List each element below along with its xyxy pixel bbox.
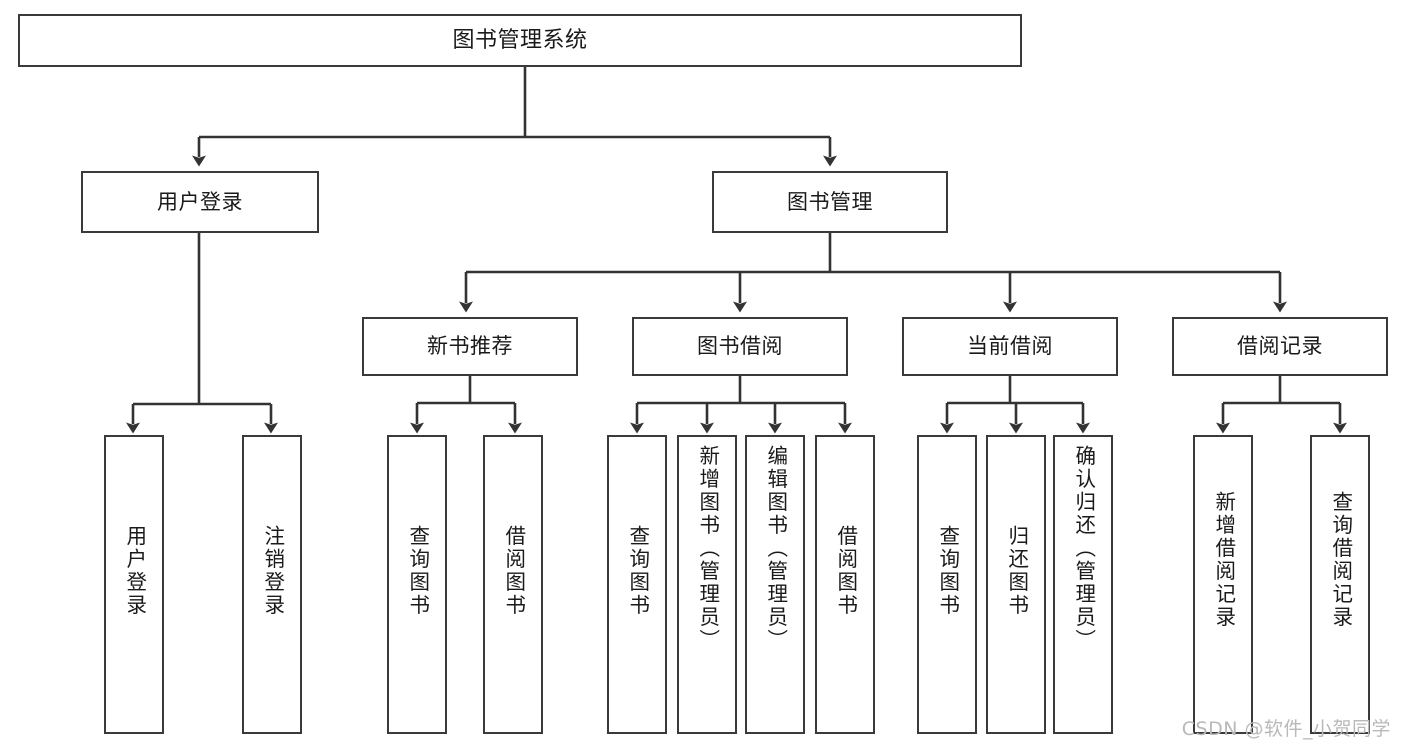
node-label: 用户登录	[157, 189, 243, 214]
node-leaf-query-book-2[interactable]: 查询图书	[607, 435, 667, 734]
node-label: 注销登录	[260, 525, 285, 617]
node-label: 查询图书	[625, 525, 650, 617]
node-label: 借阅记录	[1237, 334, 1323, 359]
node-book-borrow[interactable]: 图书借阅	[632, 317, 848, 376]
node-leaf-query-book-3[interactable]: 查询图书	[917, 435, 977, 734]
node-leaf-user-login[interactable]: 用户登录	[104, 435, 164, 734]
node-book-management[interactable]: 图书管理	[712, 171, 948, 233]
node-label: 归还图书	[1004, 525, 1029, 617]
node-leaf-logout[interactable]: 注销登录	[242, 435, 302, 734]
csdn-watermark: CSDN @软件_小贺同学	[1181, 718, 1391, 740]
node-label: 借阅图书	[833, 525, 858, 617]
node-leaf-query-book-1[interactable]: 查询图书	[387, 435, 447, 734]
node-label: 借阅图书	[501, 525, 526, 617]
node-label: 新书推荐	[427, 334, 513, 359]
node-label: 新增图书（管理员）	[695, 445, 720, 652]
node-label: 当前借阅	[967, 334, 1053, 359]
node-new-book-recommend[interactable]: 新书推荐	[362, 317, 578, 376]
node-label: 用户登录	[122, 525, 147, 617]
node-leaf-edit-book[interactable]: 编辑图书（管理员）	[745, 435, 805, 734]
node-root-book-management-system[interactable]: 图书管理系统	[18, 14, 1022, 67]
node-leaf-add-book[interactable]: 新增图书（管理员）	[677, 435, 737, 734]
node-label: 编辑图书（管理员）	[763, 445, 788, 652]
node-label: 查询借阅记录	[1328, 491, 1353, 629]
node-label: 查询图书	[935, 525, 960, 617]
node-leaf-add-record[interactable]: 新增借阅记录	[1193, 435, 1253, 734]
node-label: 查询图书	[405, 525, 430, 617]
node-current-borrow[interactable]: 当前借阅	[902, 317, 1118, 376]
node-label: 图书管理系统	[452, 27, 588, 53]
node-user-login[interactable]: 用户登录	[81, 171, 319, 233]
node-leaf-confirm-return[interactable]: 确认归还（管理员）	[1053, 435, 1113, 734]
node-label: 新增借阅记录	[1211, 491, 1236, 629]
node-leaf-borrow-book-2[interactable]: 借阅图书	[815, 435, 875, 734]
node-borrow-record[interactable]: 借阅记录	[1172, 317, 1388, 376]
node-label: 图书管理	[787, 189, 873, 214]
node-leaf-query-record[interactable]: 查询借阅记录	[1310, 435, 1370, 734]
node-leaf-borrow-book-1[interactable]: 借阅图书	[483, 435, 543, 734]
node-leaf-return-book[interactable]: 归还图书	[986, 435, 1046, 734]
node-label: 确认归还（管理员）	[1071, 445, 1096, 652]
node-label: 图书借阅	[697, 334, 783, 359]
